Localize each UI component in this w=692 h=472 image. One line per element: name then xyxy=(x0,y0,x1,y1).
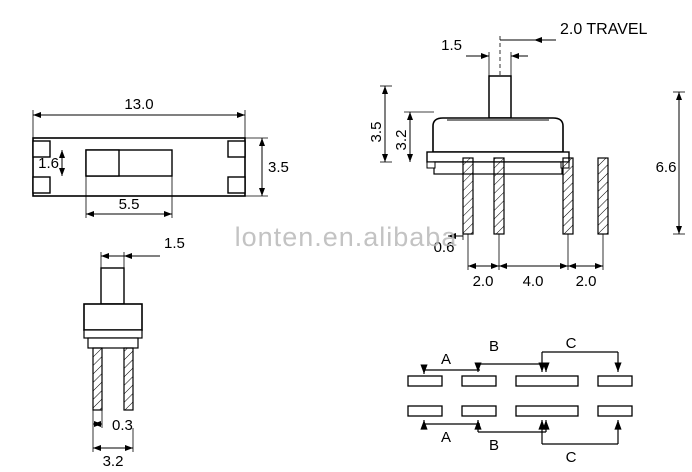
circuit-label-c-top: C xyxy=(566,335,577,352)
circuit-label-a-bottom: A xyxy=(441,429,451,446)
front-view-body-height-label: 3.5 xyxy=(368,122,385,143)
side-view-group: 1.5 0.3 3.2 xyxy=(83,235,185,470)
front-view-pitch-right-label: 2.0 xyxy=(576,273,597,290)
side-view-actuator-width-label: 1.5 xyxy=(164,235,185,252)
top-view-slot-width-label: 1.6 xyxy=(38,155,59,172)
circuit-label-b-bottom: B xyxy=(489,437,499,454)
side-view-pin-thickness-label: 0.3 xyxy=(112,417,133,434)
circuit-label-b-top: B xyxy=(489,338,499,355)
top-view-width-label: 3.5 xyxy=(268,159,289,176)
top-view-group: 13.0 3.5 1.6 5.5 xyxy=(32,96,289,218)
circuit-label-c-bottom: C xyxy=(566,449,577,466)
circuit-diagram-group: C B A A B C xyxy=(407,335,633,466)
front-view-actuator-width-label: 1.5 xyxy=(441,37,462,54)
top-view-slot-length-label: 5.5 xyxy=(119,196,140,213)
circuit-label-a-top: A xyxy=(441,351,451,368)
front-view-total-height-label: 6.6 xyxy=(656,159,677,176)
front-view-actuator-height-label: 3.2 xyxy=(393,130,410,151)
top-view-length-label: 13.0 xyxy=(124,96,153,113)
side-view-body-width-label: 3.2 xyxy=(103,453,124,470)
front-view-pin-width-label: 0.6 xyxy=(434,239,455,256)
front-view-group: 2.0 TRAVEL 1.5 3.5 3.2 6.6 0.6 xyxy=(368,21,685,290)
front-view-pitch-center-label: 4.0 xyxy=(523,273,544,290)
front-view-travel-label: 2.0 TRAVEL xyxy=(560,21,648,38)
front-view-pitch-left-label: 2.0 xyxy=(473,273,494,290)
